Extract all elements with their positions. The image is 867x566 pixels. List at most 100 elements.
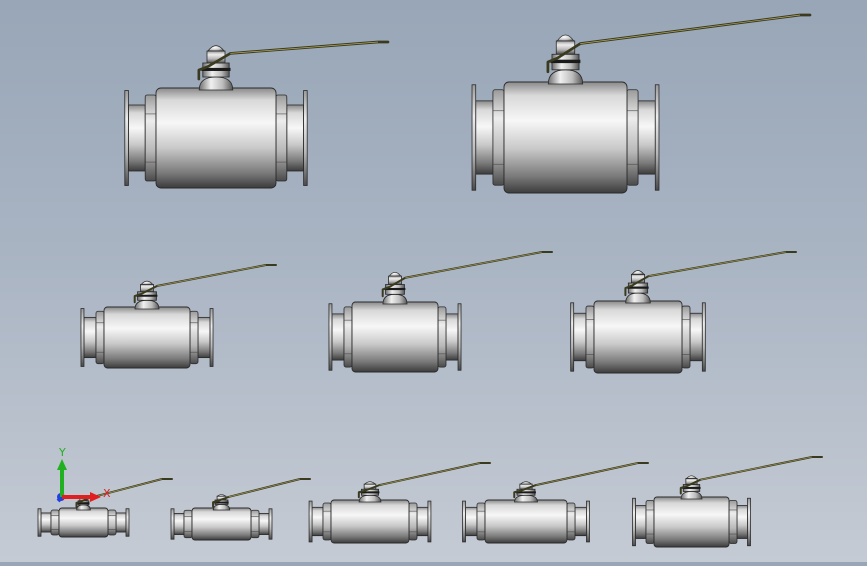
hex-nut <box>626 89 639 186</box>
valve-body <box>330 499 410 544</box>
dome-cap <box>631 270 645 275</box>
hex-nut <box>95 310 105 365</box>
ball-valve-model[interactable] <box>471 13 812 194</box>
valve-handle <box>357 462 491 499</box>
dome-cap <box>363 481 377 485</box>
handle-highlight <box>228 478 301 498</box>
valve-body <box>58 507 109 538</box>
hex-nut <box>144 94 157 182</box>
valve-body <box>155 87 277 189</box>
valve-body <box>484 499 568 544</box>
end-flange <box>632 497 636 547</box>
end-flange <box>303 90 308 186</box>
stem-collar <box>360 491 380 494</box>
hex-nut <box>250 509 260 539</box>
valve-handle <box>75 478 173 508</box>
ball-valve-model[interactable] <box>570 251 797 374</box>
stem-collar <box>682 486 701 489</box>
end-tube <box>574 506 587 537</box>
hex-nut <box>728 500 738 544</box>
handle-highlight <box>580 14 801 44</box>
valve-handle <box>624 251 797 297</box>
end-flange <box>328 303 333 371</box>
valve-handle <box>381 251 553 298</box>
stem-collar <box>136 294 158 297</box>
end-tube <box>197 316 211 359</box>
end-flange <box>570 302 575 372</box>
handle-highlight <box>405 251 543 279</box>
end-flange <box>654 84 660 191</box>
end-flange <box>747 497 751 547</box>
valve-handle <box>546 13 812 74</box>
ball-valve-model[interactable] <box>632 456 823 548</box>
end-flange <box>125 508 130 537</box>
end-flange <box>457 303 462 371</box>
end-flange <box>427 500 432 543</box>
ball-valve-model[interactable] <box>170 478 311 541</box>
end-flange <box>80 308 85 367</box>
end-tube <box>573 312 587 362</box>
ball-valve-model[interactable] <box>124 40 390 189</box>
dome-cap <box>388 271 402 277</box>
body-neck <box>680 491 703 500</box>
ball-valve-model[interactable] <box>308 462 491 544</box>
handle-highlight <box>379 462 481 486</box>
valve-body <box>351 301 439 373</box>
stem-collar <box>214 501 229 504</box>
end-tube <box>40 512 52 533</box>
end-flange <box>170 508 175 540</box>
dome-cap <box>685 475 698 479</box>
ball-valve-model[interactable] <box>328 251 553 373</box>
hex-nut <box>437 306 447 368</box>
end-flange <box>586 500 590 543</box>
ball-valve-model[interactable] <box>37 478 173 538</box>
hex-nut <box>492 89 505 186</box>
hex-nut <box>275 94 288 182</box>
hex-nut <box>566 502 576 541</box>
hex-nut <box>322 502 332 541</box>
valve-body <box>503 81 628 194</box>
valve-body <box>191 507 252 541</box>
end-tube <box>83 316 97 359</box>
stem-collar <box>550 59 581 64</box>
end-flange <box>209 308 214 367</box>
end-flange <box>308 500 313 543</box>
valve-handle <box>513 462 649 499</box>
dome-cap <box>216 494 227 497</box>
stem-collar <box>201 67 231 71</box>
hex-nut <box>408 502 418 541</box>
handle-highlight <box>89 478 163 499</box>
dome-cap <box>140 280 154 285</box>
hex-nut <box>645 500 655 544</box>
end-tube <box>736 505 748 539</box>
body-neck <box>198 76 234 91</box>
ball-valve-model[interactable] <box>462 462 649 544</box>
hex-nut <box>476 502 486 541</box>
dome-cap <box>519 481 533 485</box>
valve-handle <box>133 264 277 304</box>
body-neck <box>382 293 408 305</box>
stem-collar <box>77 502 90 505</box>
end-tube <box>173 513 185 535</box>
end-flange <box>37 508 42 537</box>
valve-body <box>593 300 683 374</box>
body-neck <box>76 504 91 511</box>
dome-cap <box>556 34 575 42</box>
handle-highlight <box>157 264 267 287</box>
end-tube <box>445 313 459 361</box>
end-tube <box>331 313 345 361</box>
end-flange <box>268 508 273 540</box>
hex-nut <box>681 305 691 369</box>
dome-cap <box>79 495 88 498</box>
end-tube <box>258 513 270 535</box>
end-flange <box>124 90 129 186</box>
end-tube <box>475 100 494 175</box>
ball-valve-model[interactable] <box>80 264 277 369</box>
valve-handle <box>212 478 311 508</box>
dome-cap <box>207 45 225 52</box>
stem-collar <box>384 287 406 291</box>
handle-highlight <box>648 251 787 277</box>
stem-collar <box>627 286 649 289</box>
